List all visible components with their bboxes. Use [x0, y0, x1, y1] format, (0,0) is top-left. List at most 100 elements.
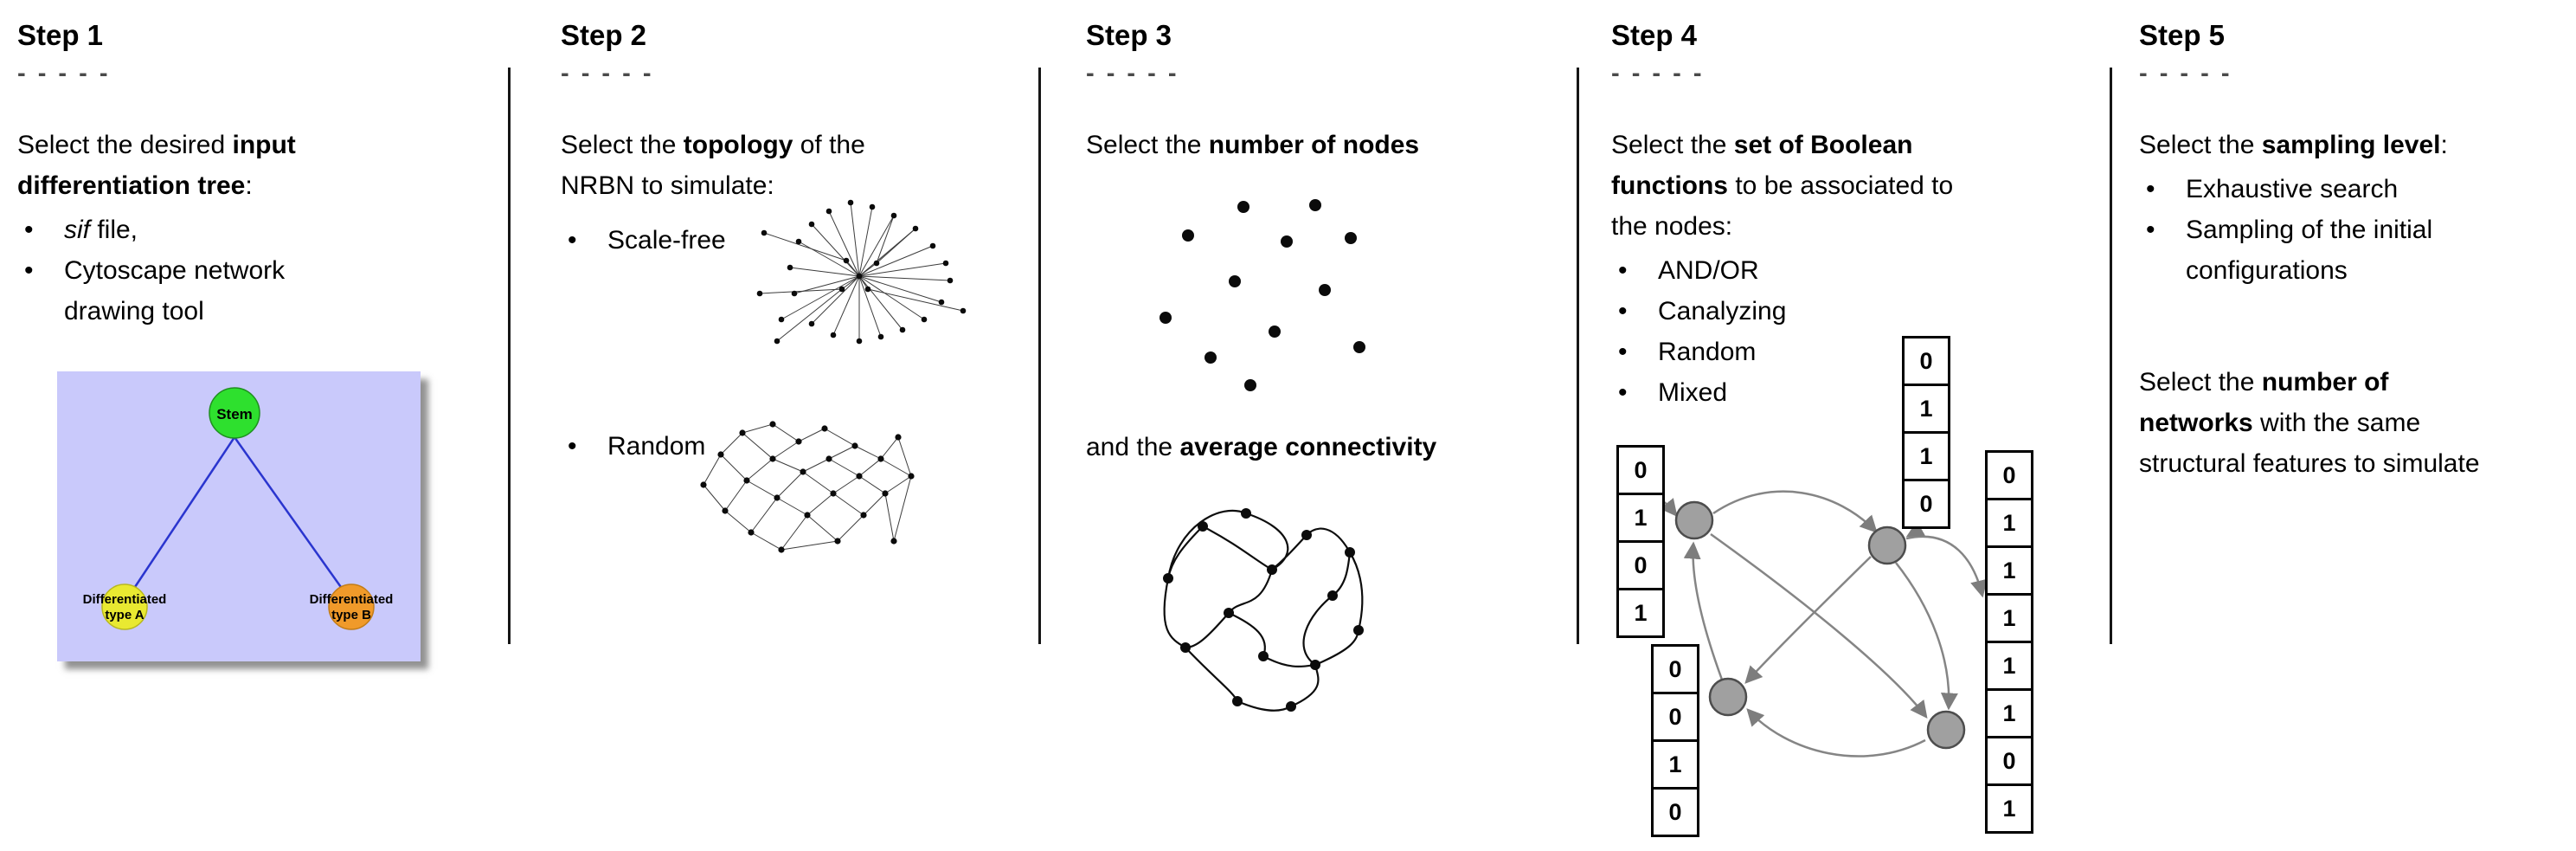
type-b-label-line1: Differentiated	[310, 592, 394, 607]
truth-table-cell: 0	[1616, 445, 1665, 495]
text-segment: Sampling of the initial	[2186, 216, 2433, 244]
truth-table-cell: 1	[1902, 384, 1950, 434]
truth-table-cell: 1	[1985, 593, 2033, 643]
text-segment: Select the	[1611, 131, 1734, 159]
bullet-item-random-functions: Random	[1611, 332, 2097, 372]
truth-table-cell: 1	[1985, 783, 2033, 834]
stem-node-label: Stem	[216, 406, 253, 422]
gene-node-3	[1708, 677, 1748, 717]
step-1-bullet-list: sif file, Cytoscape network drawing tool	[17, 210, 502, 332]
bullet-text: Random	[1658, 332, 2097, 372]
text-segment-bold: topology	[683, 131, 793, 159]
intro-line: networks with the same	[2139, 403, 2572, 443]
gene-node-1	[1674, 500, 1714, 540]
bullet-item: Cytoscape network drawing tool	[17, 250, 502, 332]
truth-table-left: 0 1 0 1	[1616, 445, 1665, 638]
bullet-text: Exhaustive search	[2186, 169, 2572, 210]
connectivity-edges	[1163, 509, 1364, 712]
bullet-line: drawing tool	[64, 291, 502, 332]
step-1-intro: Select the desired input differentiation…	[17, 125, 502, 206]
text-segment: Cytoscape network	[64, 256, 286, 285]
truth-table-cell: 1	[1985, 641, 2033, 691]
bullet-item-mixed: Mixed	[1611, 372, 2097, 413]
bullet-marker	[1611, 250, 1658, 291]
truth-table-cell: 1	[1616, 588, 1665, 638]
text-segment: Select the	[1086, 131, 1209, 159]
truth-table-cell: 0	[1985, 450, 2033, 500]
text-segment-bold: average connectivity	[1179, 433, 1437, 461]
random-network-figure	[700, 421, 915, 553]
step-4-panel: Step 4 - - - - - Select the set of Boole…	[1611, 19, 2097, 850]
nodes-scatter-figure	[1160, 199, 1365, 391]
type-b-label-line2: type B	[331, 608, 371, 622]
step-4-intro: Select the set of Boolean functions to b…	[1611, 125, 2097, 247]
intro-line: differentiation tree:	[17, 165, 502, 206]
bullet-line: Cytoscape network	[64, 250, 502, 291]
step-3-title: Step 3	[1086, 19, 1172, 51]
bullet-item-random: Random	[561, 426, 1019, 467]
step-4-title: Step 4	[1611, 19, 1698, 51]
text-segment: file,	[90, 216, 138, 244]
text-segment-italic: sif	[64, 216, 90, 244]
intro-line: Select the number of	[2139, 362, 2572, 403]
bullet-text: sif file,	[64, 210, 502, 250]
connectivity-network-figure	[1163, 508, 1364, 712]
bullet-marker	[1611, 291, 1658, 332]
text-segment: structural features to simulate	[2139, 449, 2480, 478]
truth-table-cell: 1	[1616, 493, 1665, 543]
bullet-line: sif file,	[64, 210, 502, 250]
bullet-marker	[2139, 210, 2186, 291]
bullet-marker	[561, 220, 607, 261]
random-network-edges	[703, 423, 912, 551]
step-2-bullet-list: Scale-free	[561, 220, 1019, 261]
truth-table-cell: 0	[1651, 787, 1699, 837]
text-segment-bold: functions	[1611, 171, 1728, 200]
text-segment: Scale-free	[607, 226, 726, 255]
text-segment-bold: networks	[2139, 409, 2253, 437]
step-5-bullet-list: Exhaustive search Sampling of the initia…	[2139, 169, 2572, 291]
step-5-intro: Select the sampling level:	[2139, 125, 2572, 165]
text-segment: NRBN to simulate:	[561, 171, 774, 200]
truth-table-bottom-left: 0 0 1 0	[1651, 644, 1699, 837]
step-5-title: Step 5	[2139, 19, 2226, 51]
step-2-intro: Select the topology of the NRBN to simul…	[561, 125, 1019, 206]
step-5-panel: Step 5 - - - - - Select the sampling lev…	[2139, 19, 2572, 484]
intro-line: Select the desired input	[17, 125, 502, 165]
column-divider-3	[1577, 68, 1579, 644]
step-4-bullet-list: AND/OR Canalyzing Random Mixed	[1611, 250, 2097, 413]
scatter-dots	[1160, 199, 1365, 391]
step-3-panel: Step 3 - - - - - Select the number of no…	[1086, 19, 1566, 734]
text-segment-bold: differentiation tree	[17, 171, 246, 200]
scale-free-network-figure	[756, 199, 967, 345]
text-segment: Select the	[2139, 131, 2262, 159]
text-segment: drawing tool	[64, 297, 204, 326]
bullet-text: Canalyzing	[1658, 291, 2097, 332]
connectivity-nodes	[1163, 508, 1364, 712]
scale-free-nodes	[756, 199, 967, 345]
text-segment: :	[245, 171, 253, 200]
step-4-dashes: - - - - -	[1611, 60, 1705, 87]
step-2-bullet-list-2: Random	[561, 426, 1019, 467]
intro-line: the nodes:	[1611, 206, 2097, 247]
bullet-marker	[561, 426, 607, 467]
truth-table-cell: 0	[1985, 736, 2033, 786]
text-segment: and the	[1086, 433, 1180, 461]
step-1-dashes: - - - - -	[17, 60, 111, 87]
truth-table-cell: 1	[1985, 498, 2033, 548]
intro-line: Select the topology of the	[561, 125, 1019, 165]
truth-table-cell: 1	[1985, 688, 2033, 738]
text-segment: to be associated to	[1728, 171, 1954, 200]
truth-table-right: 0 1 1 1 1 1 0 1	[1985, 450, 2033, 834]
step-3-intro: Select the number of nodes	[1086, 125, 1566, 165]
truth-table-cell: 1	[1985, 545, 2033, 596]
text-segment: Random	[1658, 338, 1757, 366]
type-a-node	[101, 583, 148, 630]
text-segment-bold: set of Boolean	[1733, 131, 1913, 159]
step-1-title: Step 1	[17, 19, 104, 51]
text-segment-bold: input	[232, 131, 296, 159]
truth-table-cell: 1	[1651, 739, 1699, 790]
text-segment: Select the	[561, 131, 684, 159]
text-segment-bold: number of nodes	[1208, 131, 1420, 159]
bullet-item-scale-free: Scale-free	[561, 220, 1019, 261]
gene-nodes	[1674, 500, 1966, 750]
